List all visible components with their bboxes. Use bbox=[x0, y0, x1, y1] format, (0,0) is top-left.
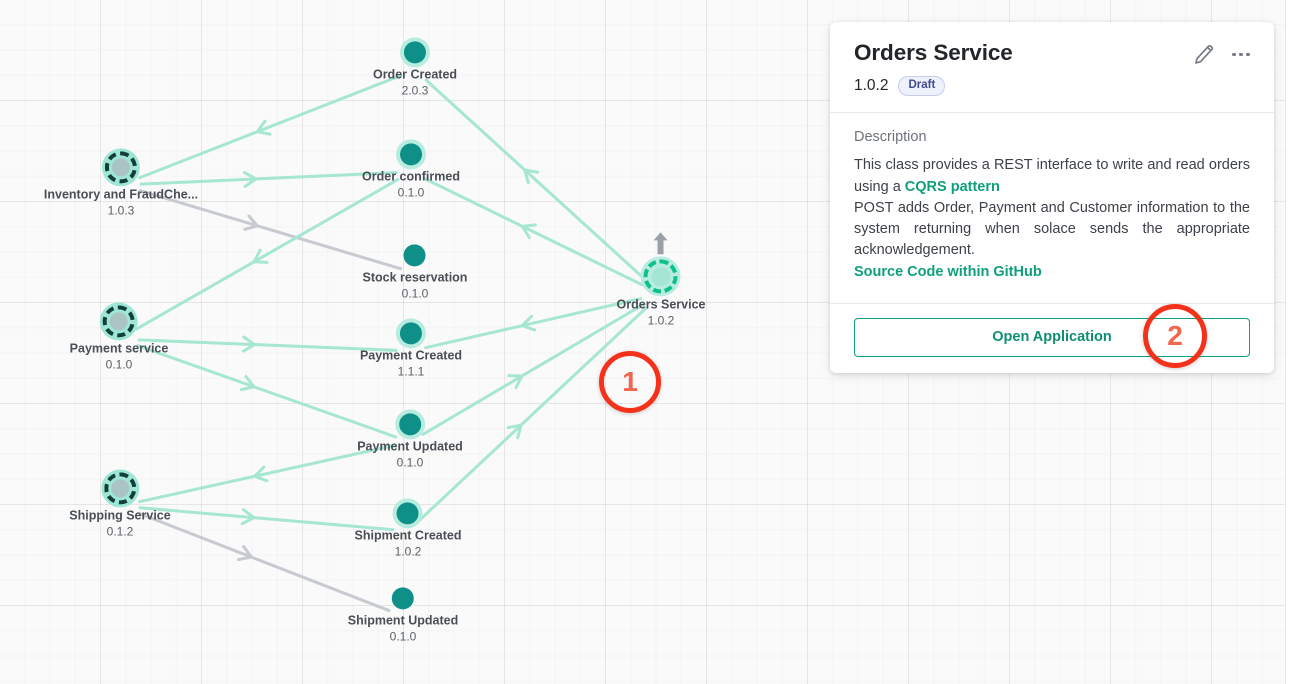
node-dashed-ring bbox=[103, 472, 136, 505]
node-core bbox=[404, 41, 426, 64]
node-label: Shipment Created bbox=[354, 528, 462, 543]
node-label: Stock reservation bbox=[362, 270, 468, 285]
node-label: Order Created bbox=[372, 67, 458, 82]
page-title: Orders Service bbox=[854, 40, 1013, 65]
node-version: 0.1.0 bbox=[389, 629, 417, 644]
node-version: 0.1.2 bbox=[106, 524, 134, 539]
event-node-glyph[interactable] bbox=[391, 587, 414, 610]
node-inner-fill bbox=[110, 312, 128, 331]
version-row: 1.0.2 Draft bbox=[854, 76, 1250, 97]
application-node-glyph[interactable] bbox=[100, 469, 139, 508]
node-inner-fill bbox=[651, 266, 671, 286]
version-label: 1.0.2 bbox=[854, 77, 889, 95]
node-dashed-ring bbox=[643, 259, 678, 294]
node-label: Payment Updated bbox=[357, 439, 463, 454]
application-node-glyph[interactable] bbox=[640, 232, 681, 297]
node-core bbox=[397, 502, 419, 525]
node-core bbox=[400, 143, 422, 166]
description-label: Description bbox=[854, 129, 927, 146]
node-label: Order confirmed bbox=[362, 169, 460, 184]
source-code-line: Source Code within GitHub bbox=[854, 262, 1250, 283]
status-badge: Draft bbox=[898, 76, 946, 97]
node-inner-fill bbox=[112, 158, 130, 177]
node-version: 1.0.2 bbox=[394, 544, 422, 559]
description-text: This class provides a REST interface to … bbox=[854, 155, 1250, 283]
details-panel: Orders Service 1.0.2 Draft bbox=[830, 22, 1274, 374]
event-node-glyph[interactable] bbox=[396, 318, 426, 349]
application-node-glyph[interactable] bbox=[100, 302, 138, 341]
node-core bbox=[400, 322, 422, 345]
node-dashed-ring bbox=[105, 151, 137, 184]
node-version: 0.1.0 bbox=[396, 455, 424, 470]
node-label: Orders Service bbox=[616, 297, 706, 312]
application-node-glyph[interactable] bbox=[102, 148, 140, 187]
node-label: Shipment Updated bbox=[347, 613, 459, 628]
node-core bbox=[391, 587, 414, 610]
event-node-glyph[interactable] bbox=[403, 244, 426, 267]
node-label: Payment Created bbox=[359, 348, 463, 363]
node-version: 0.1.0 bbox=[397, 185, 425, 200]
node-version: 1.0.2 bbox=[647, 313, 675, 328]
node-label: Shipping Service bbox=[69, 508, 171, 523]
description-line1-pre: This class provides a REST interface to … bbox=[854, 157, 1250, 195]
pencil-icon[interactable] bbox=[1193, 44, 1214, 65]
cqrs-pattern-link[interactable]: CQRS pattern bbox=[904, 178, 1000, 195]
event-node-glyph[interactable] bbox=[396, 139, 426, 170]
node-version: 0.1.0 bbox=[105, 357, 133, 372]
page-right-border bbox=[1285, 0, 1290, 684]
node-label: Payment service bbox=[69, 341, 169, 356]
node-label: Inventory and FraudChe... bbox=[43, 187, 199, 202]
node-core bbox=[403, 244, 426, 267]
graph-node-inventory-and-fraudcheck[interactable]: Inventory and FraudChe...1.0.3 bbox=[43, 148, 199, 218]
node-dashed-ring bbox=[103, 305, 135, 338]
event-node-glyph[interactable] bbox=[400, 37, 430, 68]
divider-bottom bbox=[830, 303, 1274, 305]
node-core bbox=[399, 413, 421, 436]
node-version: 2.0.3 bbox=[401, 83, 429, 98]
panel-body: Description This class provides a REST i… bbox=[830, 113, 1274, 303]
open-application-button[interactable]: Open Application bbox=[854, 318, 1250, 358]
node-inner-fill bbox=[110, 479, 129, 498]
node-version: 1.1.1 bbox=[397, 364, 425, 379]
description-paragraph-1: This class provides a REST interface to … bbox=[854, 155, 1250, 198]
source-code-link[interactable]: Source Code within GitHub bbox=[854, 263, 1042, 280]
panel-footer: Open Application bbox=[830, 304, 1274, 373]
node-version: 1.0.3 bbox=[107, 203, 135, 218]
panel-header: Orders Service 1.0.2 Draft bbox=[830, 22, 1274, 112]
event-node-glyph[interactable] bbox=[395, 409, 425, 440]
node-version: 0.1.0 bbox=[401, 286, 429, 301]
description-paragraph-2: POST adds Order, Payment and Customer in… bbox=[854, 199, 1250, 259]
divider-top bbox=[830, 112, 1274, 114]
ellipsis-icon[interactable] bbox=[1232, 52, 1250, 57]
event-node-glyph[interactable] bbox=[393, 498, 423, 529]
